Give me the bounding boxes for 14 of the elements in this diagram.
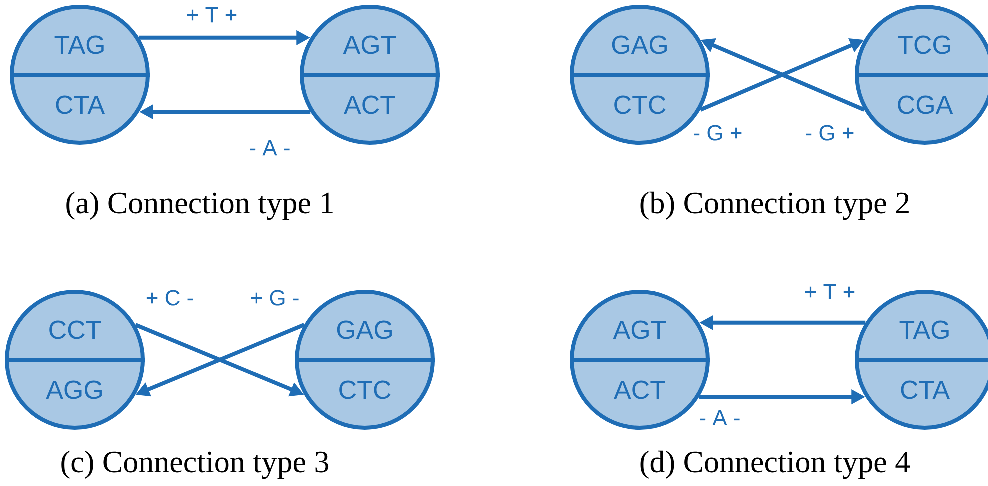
edge-label: + T + — [805, 284, 855, 300]
edge-label: + T + — [187, 7, 237, 23]
caption: (b) Connection type 2 — [640, 192, 909, 220]
circle-node: TAG CTA — [855, 290, 988, 430]
circle-node: TCG CGA — [855, 5, 988, 145]
caption: (c) Connection type 3 — [62, 450, 329, 480]
edge-label: + C - — [146, 290, 194, 306]
circle-node: TAG CTA — [10, 5, 150, 145]
caption: (a) Connection type 1 — [66, 192, 333, 220]
edge-label: - G + — [806, 125, 854, 141]
caption: (d) Connection type 4 — [640, 450, 910, 480]
circle-node: CCT AGG — [5, 290, 145, 430]
circle-node: AGT ACT — [300, 5, 440, 145]
edge-label: - A - — [250, 140, 290, 156]
